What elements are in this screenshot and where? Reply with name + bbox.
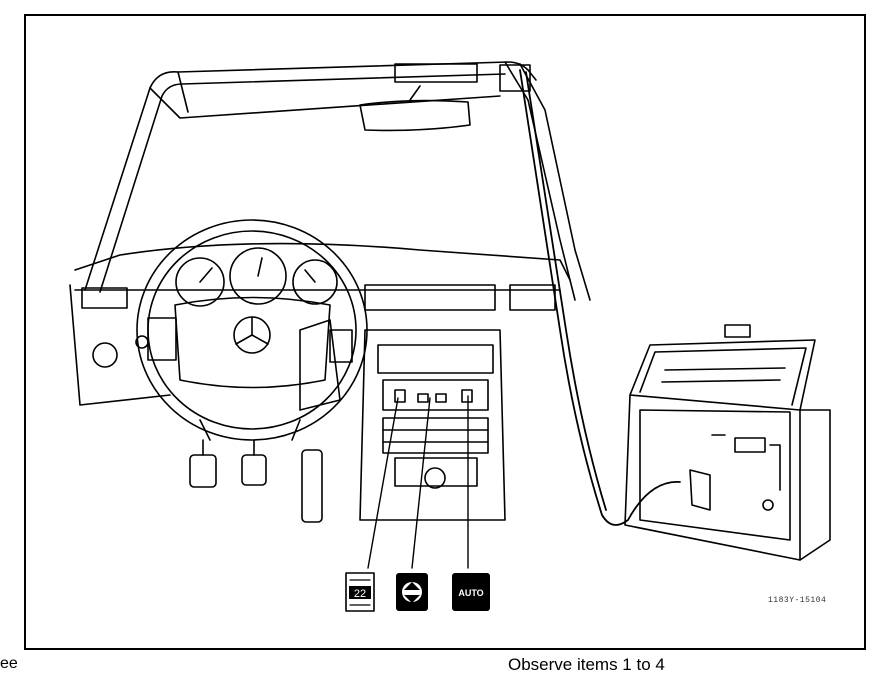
footer-right-text: Observe items 1 to 4 <box>508 655 665 674</box>
defrost-airflow-icon <box>396 573 428 611</box>
center-console <box>359 329 506 521</box>
diagnostic-tester <box>624 324 831 561</box>
auto-button-icon: AUTO <box>452 573 490 611</box>
pedals <box>189 439 323 523</box>
temperature-display-icon: 22 <box>345 572 375 612</box>
windshield-frame <box>84 61 591 301</box>
instrument-cluster <box>175 247 338 307</box>
button-symbol-row: 22 AUTO <box>345 572 490 612</box>
leader-lines <box>367 395 469 569</box>
footer-left-text: ee <box>0 655 18 672</box>
dashboard <box>69 242 571 411</box>
temperature-value-text: 22 <box>354 588 366 600</box>
rear-view-mirror <box>359 85 471 132</box>
auto-button-text: AUTO <box>458 588 483 598</box>
figure-code: 1183Y-15104 <box>768 596 827 605</box>
diagnostic-cable <box>519 69 681 526</box>
steering-wheel <box>136 219 368 441</box>
